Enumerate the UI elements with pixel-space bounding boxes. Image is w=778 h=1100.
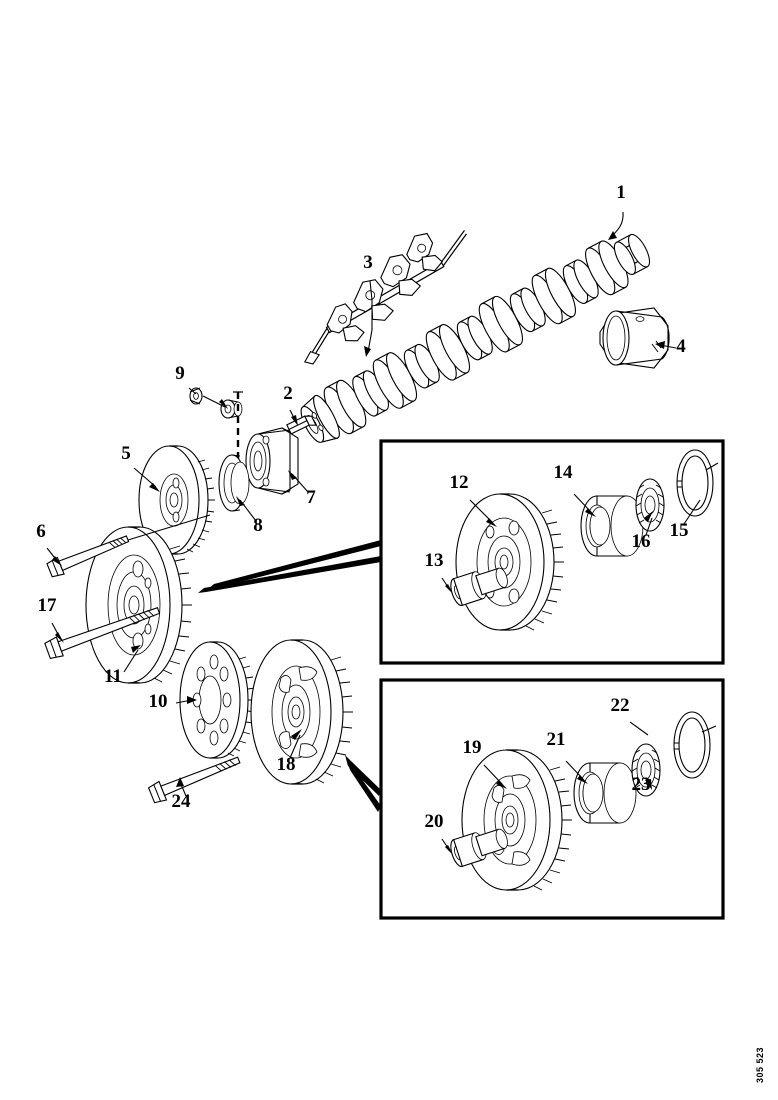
callout-17: 17: [38, 595, 58, 616]
callout-20: 20: [425, 811, 444, 832]
gear-bolt-short: [46, 514, 211, 578]
upper-inset: [379, 439, 725, 665]
camshaft-timing-gear: [133, 445, 215, 555]
idler-shaft-upper: [450, 567, 508, 607]
callout-9: 9: [175, 363, 185, 384]
camshaft-bearing-shell: [599, 307, 677, 369]
spacer-ring: [218, 454, 257, 522]
retaining-ring-upper: [676, 449, 714, 517]
lock-washer-group: [188, 387, 243, 470]
woodruff-key: [286, 409, 317, 435]
callout-6: 6: [36, 521, 46, 542]
callout-11: 11: [104, 666, 122, 687]
retaining-ring-lower: [673, 711, 711, 779]
gear-bolt-long: [44, 607, 161, 660]
idler-shaft-lower: [450, 828, 508, 868]
callout-18: 18: [277, 754, 296, 775]
callout-15: 15: [670, 520, 689, 541]
lower-inset: [379, 678, 725, 920]
callout-10: 10: [149, 691, 168, 712]
callout-3: 3: [363, 252, 373, 273]
intermediate-gear: [250, 639, 353, 785]
callout-22: 22: [611, 695, 630, 716]
idler-bearing-lower: [573, 762, 637, 824]
bearing-washer-lower: [631, 743, 661, 797]
callout-19: 19: [463, 737, 482, 758]
gear-spacer-plate: [175, 641, 256, 759]
lower-inset-pointer: [345, 755, 381, 812]
upper-inset-pointer: [198, 540, 381, 593]
callout-7: 7: [306, 487, 316, 508]
callout-5: 5: [121, 443, 131, 464]
callout-23: 23: [632, 774, 651, 795]
callout-labels: 1 2 3 4 5 6 7 8 9 10 11 12 13 14 15 16 1…: [36, 182, 688, 832]
callout-4: 4: [676, 336, 686, 357]
bearing-washer-upper: [635, 478, 665, 532]
drawing-code: 305 523: [755, 1047, 765, 1083]
thrust-flange: [245, 427, 309, 495]
camshaft-assembly: [300, 211, 651, 443]
callout-12: 12: [450, 472, 469, 493]
callout-2: 2: [283, 383, 293, 404]
callout-24: 24: [172, 791, 192, 812]
callout-1: 1: [616, 182, 626, 203]
callout-13: 13: [425, 550, 444, 571]
crankshaft-drive-gear: [85, 526, 192, 684]
callout-8: 8: [253, 515, 263, 536]
callout-14: 14: [554, 462, 574, 483]
callout-21: 21: [547, 729, 566, 750]
callout-16: 16: [632, 531, 651, 552]
rocker-arm-assembly: [304, 230, 467, 365]
intermediate-gear-bolt: [147, 756, 241, 804]
